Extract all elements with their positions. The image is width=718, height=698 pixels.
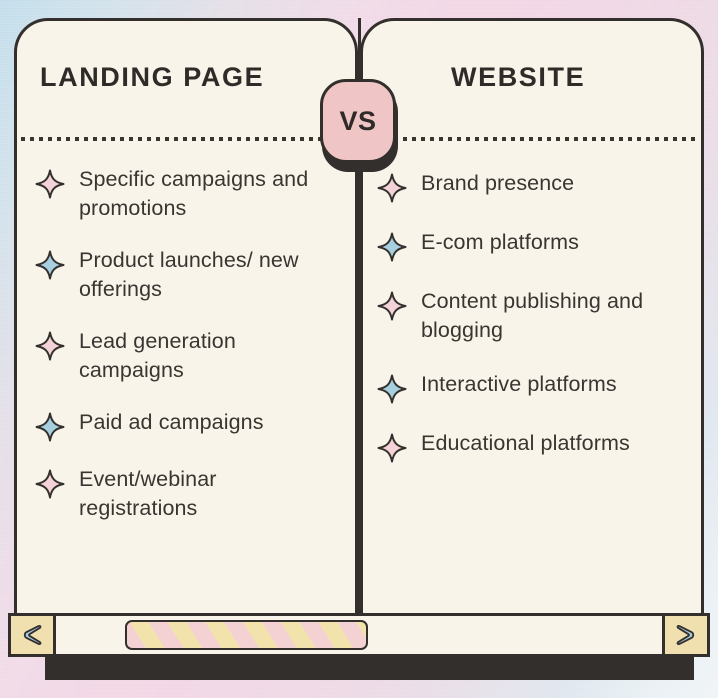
sparkle-icon	[35, 469, 65, 499]
scrollbar-track[interactable]	[56, 616, 662, 654]
list-item: E-com platforms	[377, 228, 687, 262]
scroll-thumb[interactable]	[125, 620, 368, 650]
list-item: Specific campaigns and promotions	[35, 165, 341, 223]
column-landing-page: LANDING PAGE Specific campaigns and prom…	[14, 18, 358, 614]
column-header-landing-page: LANDING PAGE	[17, 21, 355, 133]
scroll-left-arrow[interactable]	[11, 616, 56, 654]
list-item-label: Product launches/ new offerings	[79, 248, 299, 301]
list-item: Product launches/ new offerings	[35, 246, 341, 304]
column-title-landing-page: LANDING PAGE	[40, 61, 265, 92]
vs-badge: VS	[319, 70, 401, 174]
list-item-label: Educational platforms	[421, 431, 630, 455]
sparkle-icon	[377, 374, 407, 404]
sparkle-icon	[377, 433, 407, 463]
list-item-label: Lead generation campaigns	[79, 329, 236, 382]
sparkle-icon	[35, 169, 65, 199]
vs-badge-face: VS	[320, 79, 396, 163]
column-website: WEBSITE Brand presence E-com platforms	[360, 18, 704, 614]
list-item-label: E-com platforms	[421, 230, 580, 254]
vs-label: VS	[339, 105, 377, 136]
header-divider-right	[367, 137, 697, 141]
comparison-book: LANDING PAGE Specific campaigns and prom…	[14, 18, 704, 614]
list-item: Educational platforms	[377, 429, 687, 463]
header-divider-left	[21, 137, 351, 141]
list-item: Brand presence	[377, 169, 687, 203]
scroll-right-arrow[interactable]	[662, 616, 707, 654]
list-item-label: Interactive platforms	[421, 372, 617, 396]
list-item: Interactive platforms	[377, 370, 687, 404]
list-website: Brand presence E-com platforms Content p…	[363, 169, 701, 606]
list-item-label: Paid ad campaigns	[79, 410, 264, 434]
sparkle-icon	[35, 412, 65, 442]
scrollbar[interactable]	[8, 613, 710, 657]
list-item-label: Content publishing and blogging	[421, 289, 644, 342]
sparkle-icon	[377, 291, 407, 321]
sparkle-icon	[377, 173, 407, 203]
list-item-label: Brand presence	[421, 171, 575, 195]
list-item: Paid ad campaigns	[35, 408, 341, 442]
column-header-website: WEBSITE	[363, 21, 701, 133]
list-item: Content publishing and blogging	[377, 287, 687, 345]
list-item: Event/webinar registrations	[35, 465, 341, 523]
list-item: Lead generation campaigns	[35, 327, 341, 385]
column-title-website: WEBSITE	[451, 61, 586, 92]
list-item-label: Event/webinar registrations	[79, 467, 217, 520]
sparkle-icon	[35, 250, 65, 280]
sparkle-icon	[35, 331, 65, 361]
list-item-label: Specific campaigns and promotions	[79, 167, 309, 220]
sparkle-icon	[377, 232, 407, 262]
list-landing-page: Specific campaigns and promotions Produc…	[17, 165, 355, 606]
center-divider	[358, 18, 361, 614]
